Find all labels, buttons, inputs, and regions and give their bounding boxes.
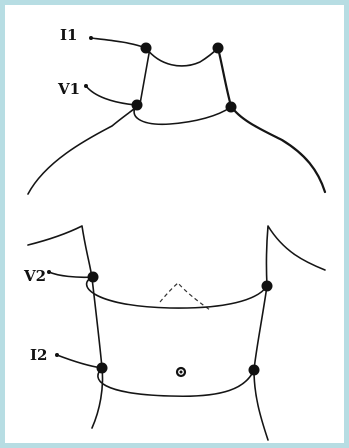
navel-center [180, 371, 183, 374]
left-shoulder-line [28, 48, 150, 194]
neck-shoulders-outline [28, 48, 325, 194]
electrode-placement-diagram: I1 V1 V2 I2 [5, 5, 344, 443]
lower-lead-wires [49, 272, 267, 396]
i2-lead-wire [57, 355, 102, 368]
neck-electrode-dot [213, 43, 224, 54]
i2-wire-end [55, 353, 59, 357]
v2-wire-end [47, 270, 51, 274]
label-v2: V2 [23, 267, 46, 285]
torso-outline [28, 226, 325, 440]
right-neck-shoulder-line [218, 48, 325, 192]
i1-to-neck-wire [146, 48, 218, 66]
left-torso-outline [28, 226, 103, 428]
i1-lead-wire [91, 38, 146, 48]
label-i1: I1 [60, 26, 77, 44]
i2-right-electrode-dot [249, 365, 260, 376]
v1-lead-wire [86, 86, 137, 105]
right-torso-outline [254, 226, 325, 440]
electrodes [47, 36, 273, 376]
i2-electrode-dot [97, 363, 108, 374]
v2-band [87, 277, 267, 308]
upper-lead-wires [86, 38, 231, 124]
i1-wire-end [89, 36, 93, 40]
shoulder-electrode-dot [226, 102, 237, 113]
v2-lead-wire [49, 272, 93, 277]
v1-to-shoulder-wire [134, 105, 231, 124]
xiphoid-dashed-line [160, 283, 210, 310]
v2-electrode-dot [88, 272, 99, 283]
electrode-labels: I1 V1 V2 I2 [23, 26, 80, 364]
v2-right-electrode-dot [262, 281, 273, 292]
v1-electrode-dot [132, 100, 143, 111]
diagram-frame: I1 V1 V2 I2 [5, 5, 344, 443]
label-i2: I2 [30, 346, 47, 364]
label-v1: V1 [57, 80, 80, 98]
v1-wire-end [84, 84, 88, 88]
i1-electrode-dot [141, 43, 152, 54]
